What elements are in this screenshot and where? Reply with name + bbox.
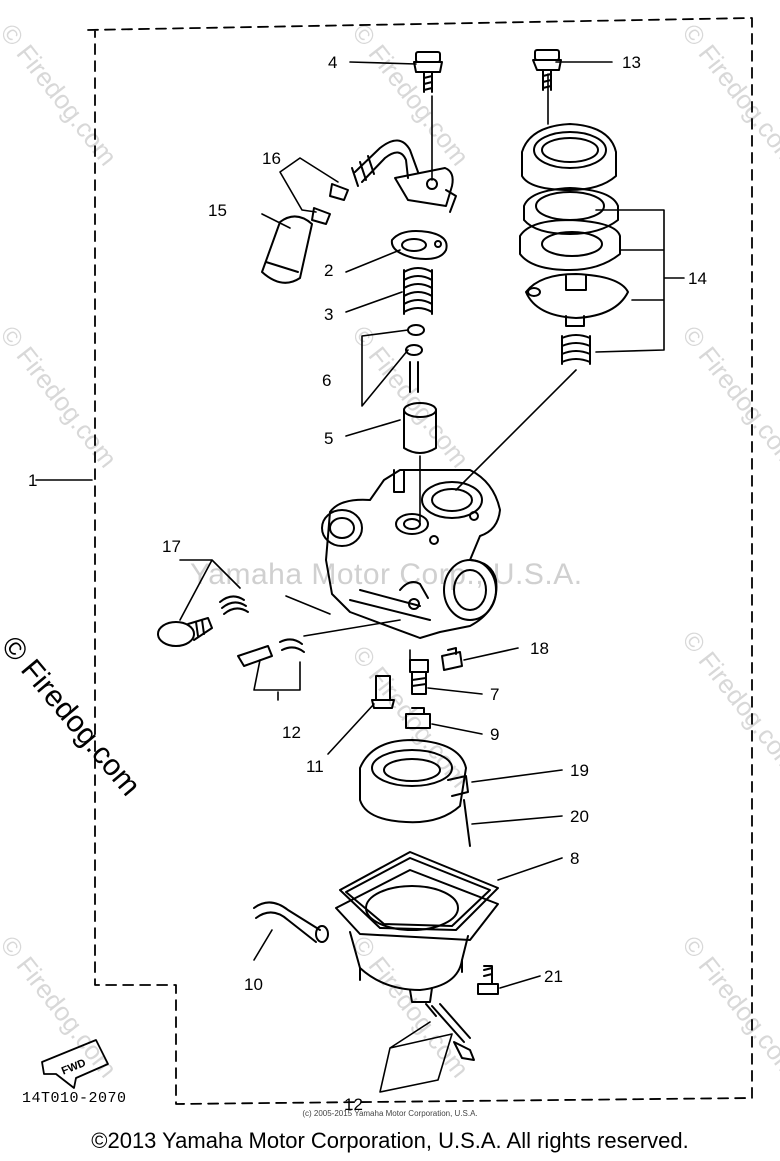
cap-part-15: [261, 215, 313, 284]
float-part-19: [359, 739, 469, 824]
bolt-part-4: [413, 51, 443, 93]
callout-1: 1: [28, 471, 37, 490]
callout-3: 3: [324, 305, 333, 324]
callout-18: 18: [530, 639, 549, 658]
gasket-part-2: [390, 230, 448, 260]
fitting-part-18: [441, 647, 463, 671]
callout-16: 16: [262, 149, 281, 168]
jet-part-9: [405, 707, 431, 729]
callout-labels: 4 13 16 15 2 14 3 6 5 1 17 18 7 12 9 11 …: [28, 53, 707, 1114]
leader-lines: [35, 61, 685, 1093]
needle-spring-part-12a: [237, 638, 305, 667]
spring-part-3: [403, 267, 433, 315]
callout-17: 17: [162, 537, 181, 556]
fwd-arrow: [41, 1039, 109, 1089]
jet-part-7: [409, 659, 429, 695]
diaphragm-assembly-part-14: [519, 123, 629, 365]
fuel-elbow-part: [351, 139, 457, 213]
footer-copyright: ©2013 Yamaha Motor Corporation, U.S.A. A…: [91, 1128, 689, 1153]
callout-11: 11: [306, 757, 324, 776]
callout-19: 19: [570, 761, 589, 780]
callout-8: 8: [570, 849, 579, 868]
callout-5: 5: [324, 429, 333, 448]
callout-14: 14: [688, 269, 707, 288]
screw-part-21: [477, 965, 499, 995]
callout-4: 4: [328, 53, 337, 72]
pilot-screw-part-17: [157, 595, 249, 647]
callout-12b: 12: [344, 1095, 363, 1114]
tube-part-10: [253, 901, 329, 943]
callout-2: 2: [324, 261, 333, 280]
float-bowl-part-8: [335, 851, 499, 1003]
watermark-center: Yamaha Motor Corp., U.S.A.: [190, 558, 583, 591]
pin-part-20: [463, 799, 471, 847]
callout-10: 10: [244, 975, 263, 994]
valve-part-5: [403, 402, 437, 454]
screw-part-16: [311, 183, 349, 225]
callout-15: 15: [208, 201, 227, 220]
callout-6: 6: [322, 371, 331, 390]
callout-21: 21: [544, 967, 563, 986]
callout-13: 13: [622, 53, 641, 72]
bolt-part-13: [532, 49, 562, 91]
needle-part-6: [405, 324, 425, 393]
callout-9: 9: [490, 725, 499, 744]
callout-7: 7: [490, 685, 499, 704]
callout-20: 20: [570, 807, 589, 826]
diagram-code: 14T010-2070: [22, 1090, 127, 1107]
small-copyright: (c) 2005-2015 Yamaha Motor Corporation, …: [302, 1109, 478, 1118]
jet-part-11: [371, 675, 395, 709]
drain-screw-part-12b: [425, 1003, 475, 1061]
carburetor-body: [321, 469, 501, 639]
callout-12a: 12: [282, 723, 301, 742]
assembly-boundary: [87, 17, 753, 1105]
